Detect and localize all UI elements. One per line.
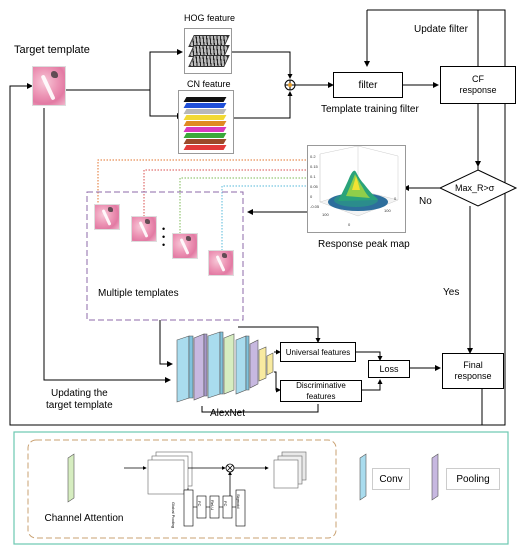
alexnet-layers <box>176 331 274 403</box>
template-image-2 <box>131 216 157 242</box>
yes-label: Yes <box>443 287 460 298</box>
svg-text:-0.05: -0.05 <box>310 204 320 209</box>
svg-text:100: 100 <box>322 212 329 217</box>
peak-line-red <box>143 169 312 218</box>
channel-attention-box <box>27 439 337 539</box>
attention-block-icon <box>67 453 75 503</box>
target-template-title: Target template <box>14 44 90 56</box>
attention-stack <box>183 489 246 527</box>
peak-line-green <box>179 177 312 233</box>
loss-box: Loss <box>368 360 410 378</box>
conv-legend-label: Conv <box>372 468 410 490</box>
stack-label-fc-1: FC <box>197 501 202 507</box>
pooling-legend-icon <box>431 453 439 501</box>
alexnet-to-discriminative <box>274 371 281 393</box>
svg-text:0: 0 <box>348 222 351 227</box>
universal-features-box: Universal features <box>280 342 356 362</box>
stack-label-sigmoid: Sigmoid <box>236 494 241 509</box>
multiple-templates-box <box>86 191 244 321</box>
update-filter-label: Update filter <box>414 24 468 35</box>
discriminative-features-box: Discriminative features <box>280 380 362 402</box>
decision-diamond <box>438 169 518 207</box>
stack-label-fc-2: FC <box>223 501 228 507</box>
outer-feedback-loop <box>9 9 506 426</box>
pooling-legend-label: Pooling <box>446 468 500 490</box>
cn-to-concat <box>230 91 293 119</box>
filter-box: filter <box>333 72 403 98</box>
stack-label-global-pooling: Global Pooling <box>171 502 176 529</box>
alexnet-label: AlexNet <box>210 408 246 419</box>
decision-label: Max_R>σ <box>455 183 495 193</box>
cn-feature-image <box>178 90 234 154</box>
template-training-filter-label: Template training filter <box>321 104 419 115</box>
hog-to-concat <box>230 51 293 79</box>
template-image-3 <box>172 233 198 259</box>
templates-to-alexnet <box>159 320 173 367</box>
template-image-4 <box>208 250 234 276</box>
concat-icon <box>284 79 296 91</box>
svg-text:0.1: 0.1 <box>310 174 316 179</box>
discriminative-to-loss <box>362 379 383 391</box>
svg-text:0.2: 0.2 <box>310 154 316 159</box>
hog-feature-image <box>184 28 232 74</box>
peak-line-blue <box>221 185 312 250</box>
multiple-templates-label: Multiple templates <box>98 288 179 299</box>
updating-template-arrow <box>43 108 171 383</box>
peak-line-orange <box>97 159 312 205</box>
channel-attention-label: Channel Attention <box>36 508 132 528</box>
target-template-image <box>32 66 66 106</box>
cn-feature-label: CN feature <box>187 79 231 89</box>
response-peak-map-label: Response peak map <box>318 239 410 250</box>
hog-feature-label: HOG feature <box>184 13 236 23</box>
response-peak-map-image: 0.2 0.15 0.1 0.05 0 -0.05 100 0 100 0 <box>307 145 406 233</box>
template-image-1 <box>94 204 120 230</box>
updating-target-template-label: Updating the target template <box>46 388 113 411</box>
no-label: No <box>419 196 432 207</box>
arrow-to-cn <box>149 90 183 119</box>
svg-text:0.15: 0.15 <box>310 164 319 169</box>
svg-text:0: 0 <box>394 196 397 201</box>
svg-text:100: 100 <box>384 208 391 213</box>
stack-label-relu: ReLU <box>210 500 215 511</box>
svg-text:0.05: 0.05 <box>310 184 319 189</box>
alexnet-to-universal <box>238 326 321 343</box>
output-feature-cube <box>273 451 307 489</box>
ellipsis-dots: • • • <box>162 224 166 250</box>
final-response-box: Final response <box>442 353 504 389</box>
legend-border <box>13 431 509 545</box>
svg-text:0: 0 <box>310 194 313 199</box>
multiply-icon <box>225 463 235 473</box>
universal-to-loss <box>356 351 383 361</box>
discriminative-loop <box>201 404 319 413</box>
input-feature-cube <box>147 451 193 495</box>
arrow-to-hog <box>66 49 183 91</box>
cf-response-box: CF response <box>440 66 516 104</box>
conv-legend-icon <box>359 453 367 501</box>
